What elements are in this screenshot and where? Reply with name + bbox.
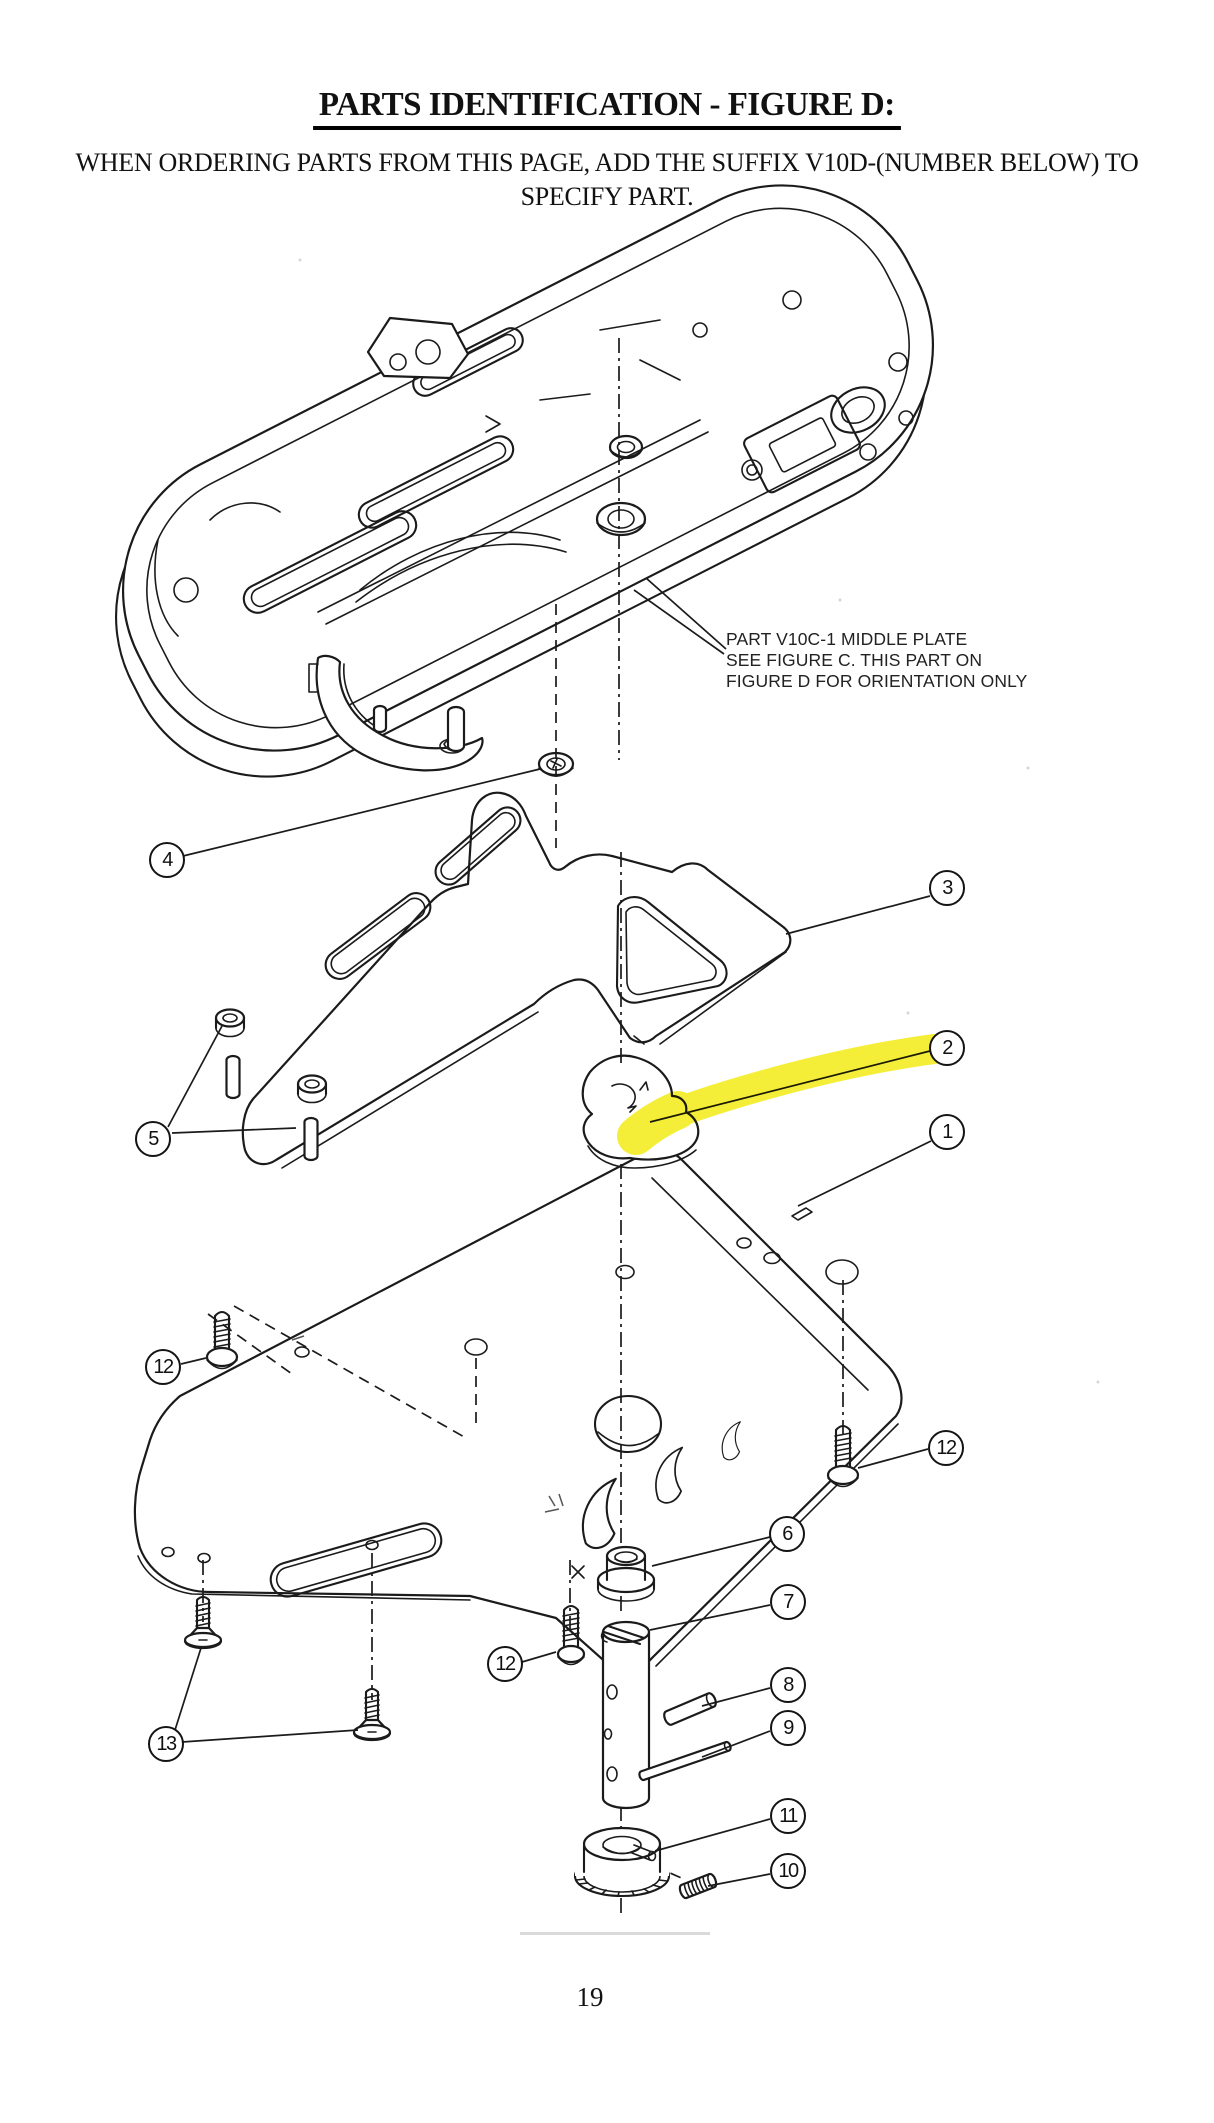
page-title: PARTS IDENTIFICATION - FIGURE D:	[0, 86, 1214, 130]
middle-plate-note-line3: FIGURE D FOR ORIENTATION ONLY	[726, 671, 1028, 691]
pin-part-8	[663, 1692, 717, 1726]
callout-12-left: 12	[145, 1349, 181, 1385]
pin-part-9	[638, 1740, 732, 1782]
callout-2: 2	[929, 1030, 965, 1066]
ordering-instructions-line2: SPECIFY PART.	[520, 182, 694, 211]
base-plate-part-1	[133, 1148, 903, 1673]
callout-6: 6	[769, 1516, 805, 1552]
callout-5: 5	[135, 1121, 171, 1157]
callout-12-right: 12	[928, 1430, 964, 1466]
bushing-part-6	[596, 1545, 656, 1602]
gear-part-11	[573, 1826, 671, 1898]
middle-plate-note-line2: SEE FIGURE C. THIS PART ON	[726, 650, 983, 670]
set-screw-part-10	[678, 1872, 718, 1900]
screw-12-middle	[556, 1604, 586, 1666]
leader-lines	[167, 577, 932, 1887]
page-number: 19	[576, 1982, 604, 2012]
callout-9: 9	[770, 1710, 806, 1746]
standoff-posts-part-5	[214, 1008, 328, 1162]
screw-13-right	[352, 1687, 392, 1742]
scan-artifacts	[291, 258, 1100, 1935]
middle-plate-note: PART V10C-1 MIDDLE PLATE SEE FIGURE C. T…	[726, 629, 1027, 692]
middle-plate-assembly	[115, 184, 935, 778]
callout-7: 7	[770, 1584, 806, 1620]
callout-11: 11	[770, 1798, 806, 1834]
callout-1: 1	[929, 1114, 965, 1150]
middle-plate-note-line1: PART V10C-1 MIDDLE PLATE	[726, 629, 968, 649]
callout-13: 13	[148, 1726, 184, 1762]
plate-part-3	[241, 791, 792, 1169]
highlight-marker	[617, 1034, 949, 1155]
ordering-instructions: WHEN ORDERING PARTS FROM THIS PAGE, ADD …	[0, 146, 1214, 214]
screw-12-left	[205, 1310, 239, 1370]
figure-title: PARTS IDENTIFICATION - FIGURE D:	[313, 86, 901, 130]
callout-8: 8	[770, 1667, 806, 1703]
shaft-part-7	[600, 1620, 651, 1810]
callout-4: 4	[149, 842, 185, 878]
ordering-instructions-line1: WHEN ORDERING PARTS FROM THIS PAGE, ADD …	[75, 148, 1139, 177]
guide-hook-and-washer	[308, 654, 575, 777]
callout-12-middle: 12	[487, 1646, 523, 1682]
screw-13-left	[183, 1595, 223, 1650]
callout-3: 3	[929, 870, 965, 906]
callout-10: 10	[770, 1853, 806, 1889]
screw-12-right	[826, 1424, 860, 1488]
